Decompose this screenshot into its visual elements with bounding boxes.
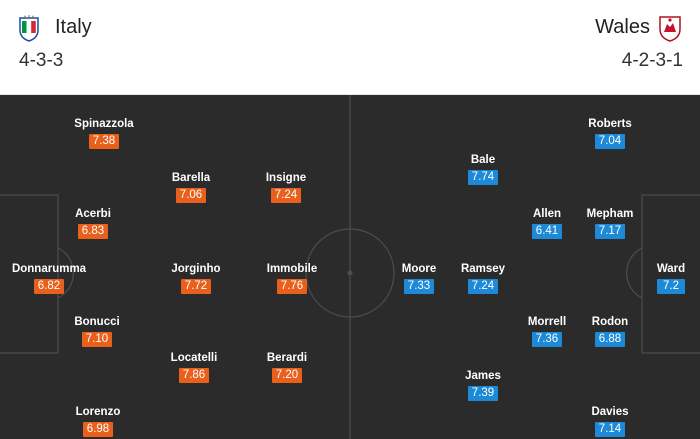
player-rating: 7.24 — [467, 279, 499, 294]
away-formation: 4-2-3-1 — [621, 50, 683, 71]
player-name: Morrell — [527, 316, 567, 328]
player-rating: 7.36 — [531, 332, 563, 347]
player-card[interactable]: Ward 7.2 — [626, 262, 700, 294]
player-card[interactable]: Bonucci 7.10 — [52, 315, 142, 347]
player-card[interactable]: Morrell 7.36 — [502, 315, 592, 347]
player-name: Spinazzola — [74, 118, 134, 130]
player-rating: 7.04 — [594, 134, 626, 149]
player-rating: 7.14 — [594, 422, 626, 437]
pitch-markings — [0, 95, 700, 439]
italy-crest-icon — [19, 15, 39, 42]
player-name: Jorginho — [171, 263, 221, 275]
player-card[interactable]: Spinazzola 7.38 — [59, 117, 149, 149]
player-rating: 7.72 — [180, 279, 212, 294]
player-card[interactable]: Donnarumma 6.82 — [4, 262, 94, 294]
player-card[interactable]: Immobile 7.76 — [247, 262, 337, 294]
player-card[interactable]: Moore 7.33 — [374, 262, 464, 294]
player-name: Bonucci — [74, 316, 120, 328]
player-rating: 7.20 — [271, 368, 303, 383]
player-card[interactable]: James 7.39 — [438, 369, 528, 401]
home-formation: 4-3-3 — [19, 50, 64, 71]
player-rating: 7.33 — [403, 279, 435, 294]
player-rating: 6.98 — [82, 422, 114, 437]
player-name: Locatelli — [170, 352, 218, 364]
player-name: Berardi — [266, 352, 308, 364]
player-card[interactable]: Rodon 6.88 — [565, 315, 655, 347]
player-name: Barella — [171, 172, 211, 184]
player-rating: 6.41 — [531, 224, 563, 239]
player-card[interactable]: Davies 7.14 — [565, 405, 655, 437]
player-name: Acerbi — [75, 208, 111, 220]
player-rating: 7.74 — [467, 170, 499, 185]
player-card[interactable]: Ramsey 7.24 — [438, 262, 528, 294]
player-rating: 7.38 — [88, 134, 120, 149]
player-rating: 6.88 — [594, 332, 626, 347]
player-rating: 7.86 — [178, 368, 210, 383]
player-rating: 7.17 — [594, 224, 626, 239]
player-rating: 7.2 — [657, 279, 685, 294]
player-name: Donnarumma — [11, 263, 87, 275]
player-name: Immobile — [266, 263, 318, 275]
player-name: James — [465, 370, 501, 382]
player-rating: 7.39 — [467, 386, 499, 401]
away-team-name: Wales — [595, 16, 650, 38]
player-name: Ward — [656, 263, 686, 275]
player-name: Moore — [401, 263, 437, 275]
player-rating: 7.76 — [276, 279, 308, 294]
player-name: Allen — [532, 208, 562, 220]
player-card[interactable]: Allen 6.41 — [502, 207, 592, 239]
player-name: Insigne — [265, 172, 307, 184]
wales-crest-icon — [659, 16, 681, 42]
player-card[interactable]: Mepham 7.17 — [565, 207, 655, 239]
player-card[interactable]: Acerbi 6.83 — [48, 207, 138, 239]
home-team-name: Italy — [55, 16, 92, 38]
player-name: Roberts — [588, 118, 632, 130]
player-card[interactable]: Insigne 7.24 — [241, 171, 331, 203]
player-card[interactable]: Barella 7.06 — [146, 171, 236, 203]
match-header: Italy 4-3-3 Wales 4-2-3-1 — [0, 0, 700, 95]
player-name: Davies — [591, 406, 629, 418]
player-rating: 7.06 — [175, 188, 207, 203]
player-name: Bale — [470, 154, 496, 166]
player-name: Lorenzo — [75, 406, 121, 418]
player-card[interactable]: Lorenzo 6.98 — [53, 405, 143, 437]
player-rating: 7.10 — [81, 332, 113, 347]
player-card[interactable]: Roberts 7.04 — [565, 117, 655, 149]
player-card[interactable]: Berardi 7.20 — [242, 351, 332, 383]
player-rating: 7.24 — [270, 188, 302, 203]
player-card[interactable]: Locatelli 7.86 — [149, 351, 239, 383]
player-name: Rodon — [591, 316, 629, 328]
player-name: Ramsey — [460, 263, 506, 275]
player-rating: 6.82 — [33, 279, 65, 294]
player-card[interactable]: Bale 7.74 — [438, 153, 528, 185]
player-card[interactable]: Jorginho 7.72 — [151, 262, 241, 294]
player-rating: 6.83 — [77, 224, 109, 239]
player-name: Mepham — [586, 208, 634, 220]
pitch: Spinazzola 7.38 Barella 7.06 Insigne 7.2… — [0, 95, 700, 439]
